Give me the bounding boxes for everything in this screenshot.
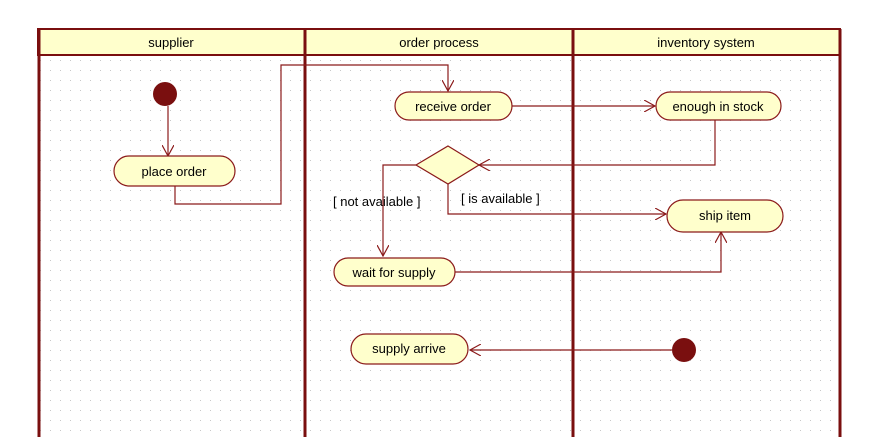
flow-place-order-to-receive-order	[174, 64, 448, 205]
action-place-order-shape	[113, 155, 236, 187]
action-receive-order-label: receive order	[415, 99, 492, 114]
flow-decision-to-ship-item	[447, 184, 666, 214]
guard-is-available: [ is available ]	[461, 191, 540, 206]
action-supply-arrive[interactable]: supply arrive	[350, 333, 469, 365]
lane-title-supplier: supplier	[148, 35, 194, 50]
lane-title-inventory-system: inventory system	[657, 35, 755, 50]
flow-decision-to-wait-for-supply	[383, 164, 416, 256]
action-ship-item-label: ship item	[699, 208, 751, 223]
filled-node-inventory[interactable]	[672, 338, 696, 362]
action-enough-in-stock-shape	[655, 91, 782, 121]
action-place-order-label: place order	[141, 164, 207, 179]
action-wait-for-supply-shape	[333, 257, 456, 287]
decision-node[interactable]	[414, 145, 481, 185]
action-ship-item-shape	[666, 199, 784, 233]
action-place-order[interactable]: place order	[113, 155, 236, 187]
flow-wait-for-supply-to-ship-item	[455, 232, 721, 273]
guard-not-available: [ not available ]	[333, 194, 420, 209]
action-supply-arrive-shape	[350, 333, 469, 365]
lane-header-inventory-system	[572, 28, 841, 56]
action-wait-for-supply-label: wait for supply	[351, 265, 436, 280]
action-receive-order-shape	[394, 91, 513, 121]
lane-header-row: supplier order process inventory system	[37, 28, 841, 56]
action-wait-for-supply[interactable]: wait for supply	[333, 257, 456, 287]
initial-node[interactable]	[153, 82, 177, 106]
action-enough-in-stock[interactable]: enough in stock	[655, 91, 782, 121]
lane-title-order-process: order process	[399, 35, 479, 50]
action-receive-order[interactable]: receive order	[394, 91, 513, 121]
action-enough-in-stock-label: enough in stock	[672, 99, 764, 114]
action-ship-item[interactable]: ship item	[666, 199, 784, 233]
flow-enough-in-stock-to-decision	[479, 120, 716, 165]
action-supply-arrive-label: supply arrive	[372, 341, 446, 356]
lane-header-supplier	[37, 28, 306, 56]
lane-header-order-process	[304, 28, 574, 56]
